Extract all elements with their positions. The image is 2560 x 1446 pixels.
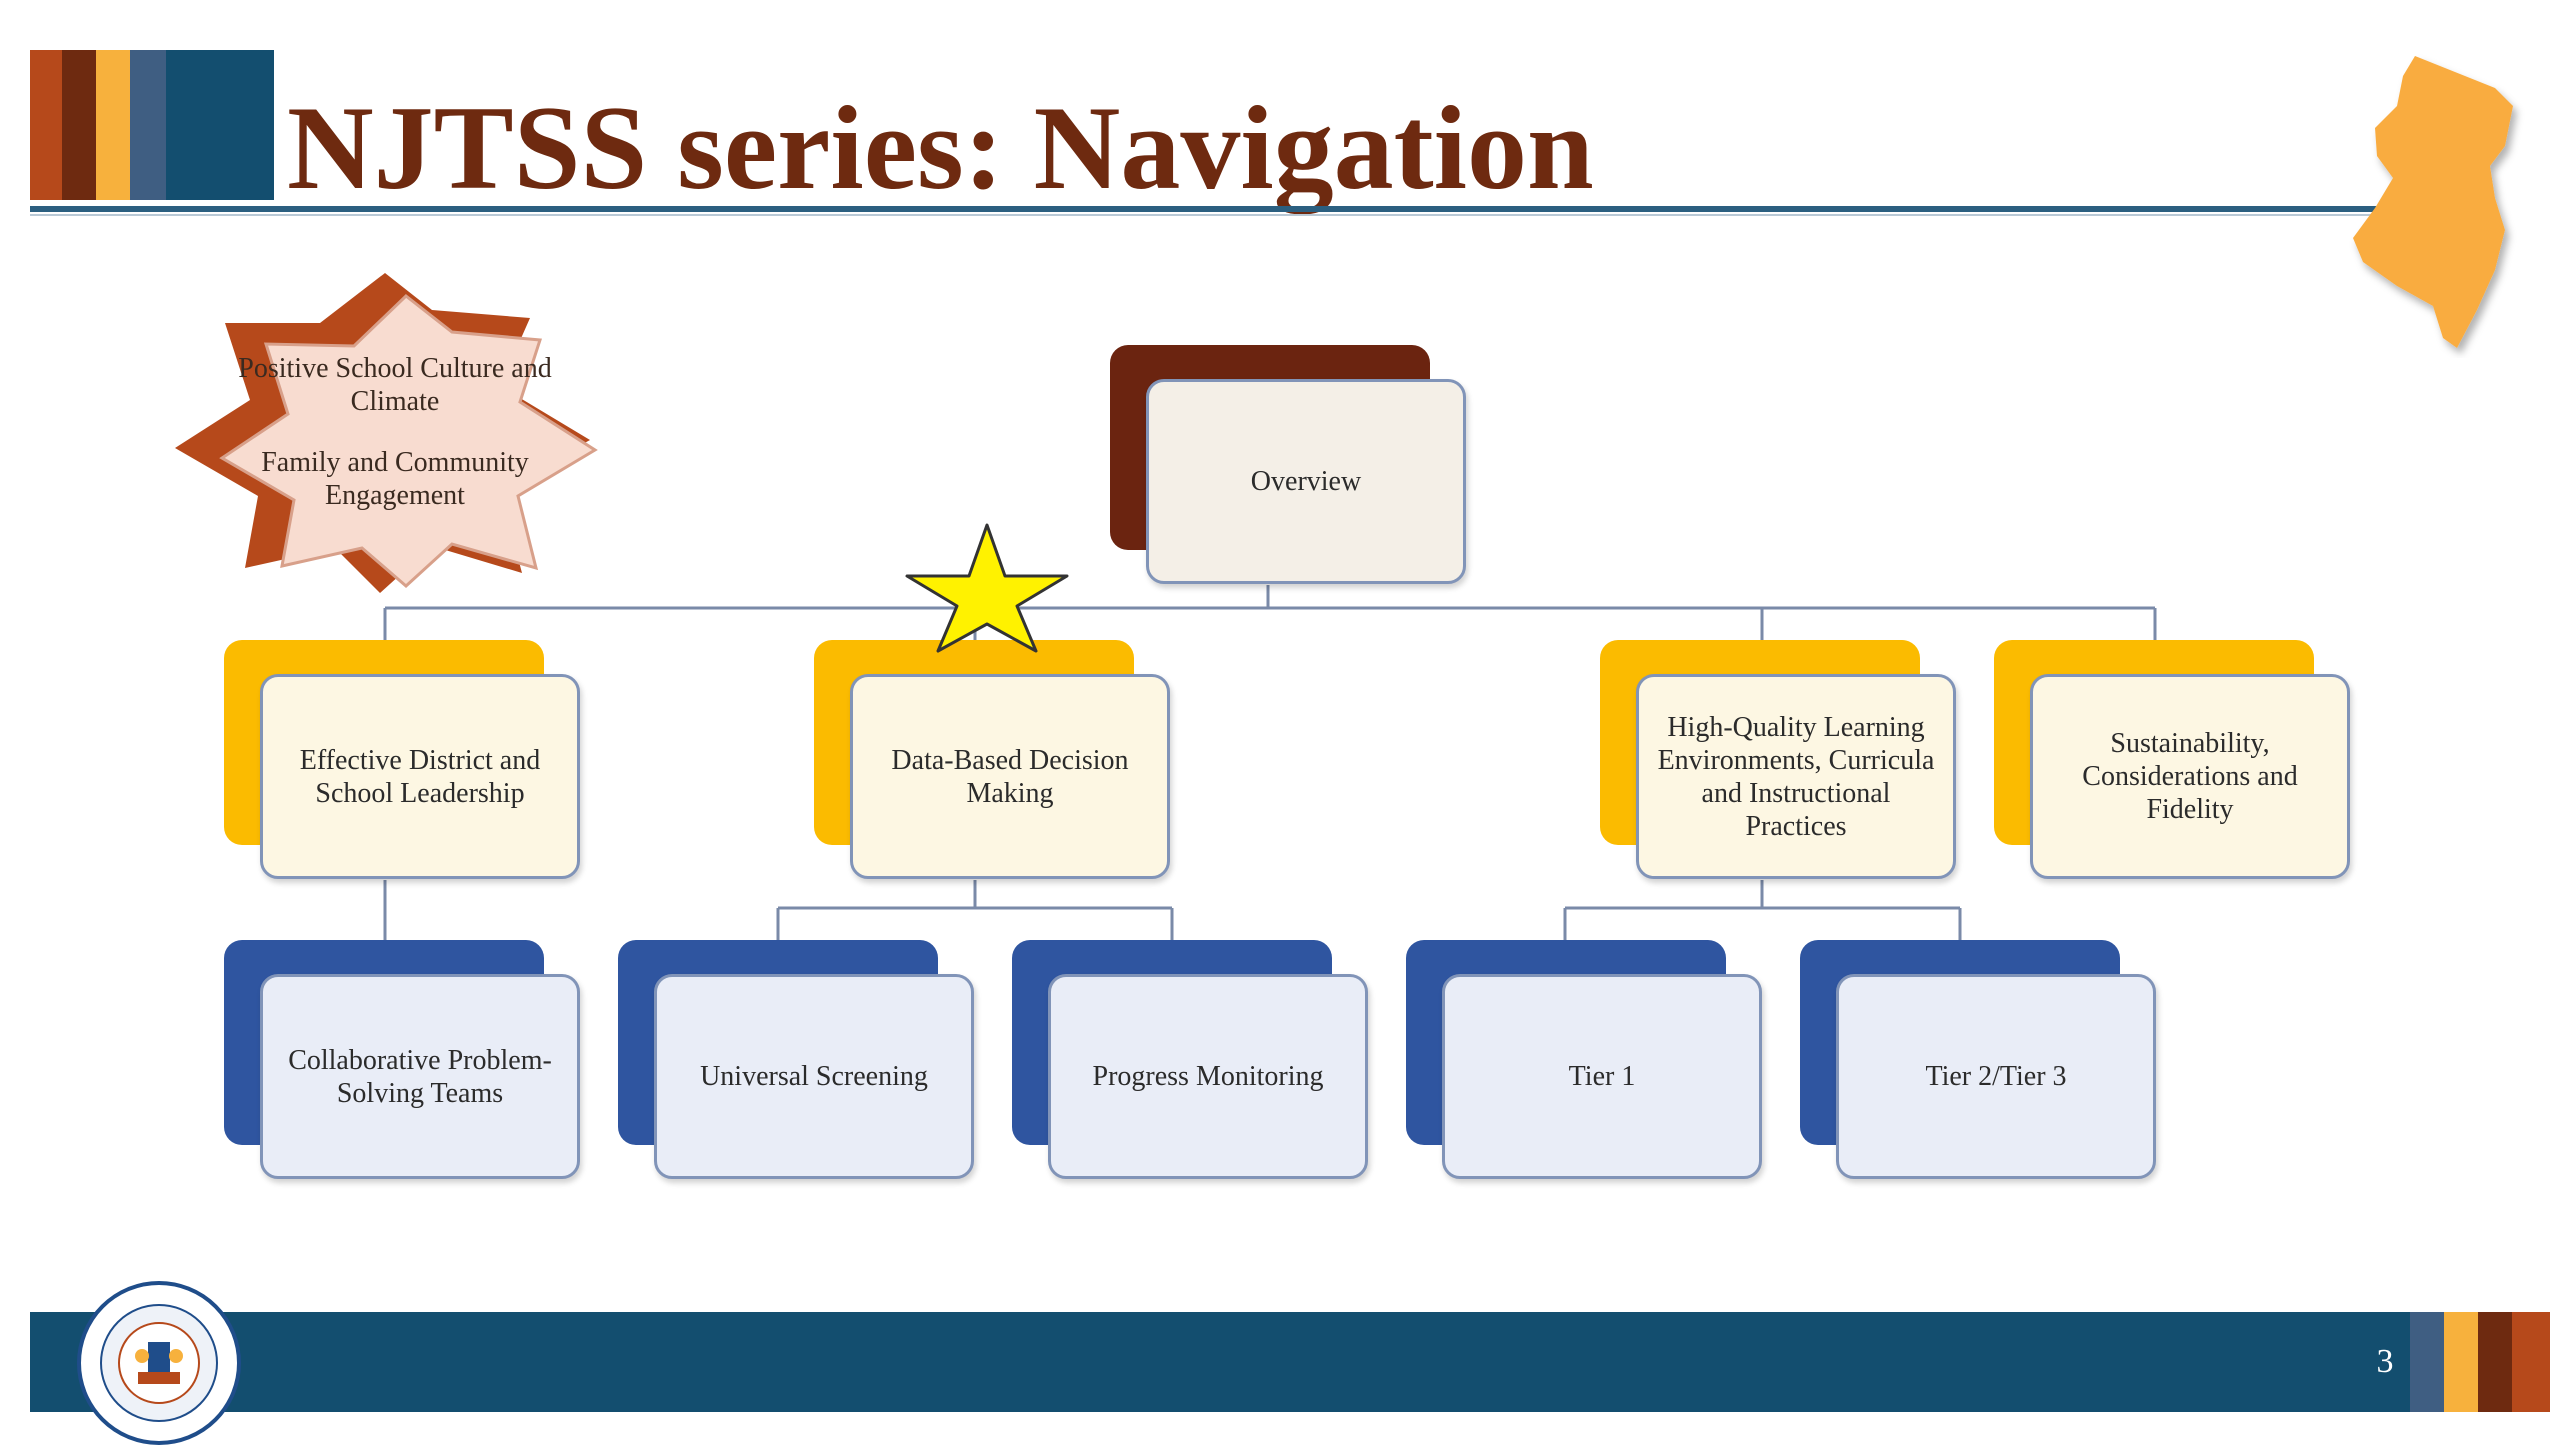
node-data-based-decision[interactable]: Data-Based Decision Making <box>814 640 1170 879</box>
starburst-text: Positive School Culture and Climate Fami… <box>185 352 605 512</box>
footer-stripe-brown <box>2478 1312 2512 1412</box>
starburst-badge <box>175 273 598 593</box>
footer-stripe-slate <box>2410 1312 2444 1412</box>
node-universal-screening-label: Universal Screening <box>700 1061 928 1092</box>
node-sustainability-label: Sustainability, Considerations and Fidel… <box>2082 728 2298 825</box>
node-leadership[interactable]: Effective District and School Leadership <box>224 640 580 879</box>
node-tier-1[interactable]: Tier 1 <box>1406 940 1762 1179</box>
node-sustainability[interactable]: Sustainability, Considerations and Fidel… <box>1994 640 2350 879</box>
node-leadership-label: Effective District and School Leadership <box>299 744 541 809</box>
node-high-quality-learning-front: High-Quality Learning Environments, Curr… <box>1636 674 1956 879</box>
node-tier-2-3[interactable]: Tier 2/Tier 3 <box>1800 940 2156 1179</box>
node-progress-monitoring-front: Progress Monitoring <box>1048 974 1368 1179</box>
node-collaborative-teams-label: Collaborative Problem-Solving Teams <box>288 1044 552 1109</box>
node-tier-2-3-label: Tier 2/Tier 3 <box>1925 1061 2067 1092</box>
node-data-based-decision-front: Data-Based Decision Making <box>850 674 1170 879</box>
title-rule-highlight <box>30 214 2425 216</box>
node-collaborative-teams-front: Collaborative Problem-Solving Teams <box>260 974 580 1179</box>
header-stripe-brown <box>62 50 96 200</box>
node-progress-monitoring[interactable]: Progress Monitoring <box>1012 940 1368 1179</box>
node-high-quality-learning-label: High-Quality Learning Environments, Curr… <box>1657 711 1935 842</box>
node-data-based-decision-label: Data-Based Decision Making <box>891 744 1129 809</box>
header-stripe-slate <box>130 50 166 200</box>
node-tier-1-label: Tier 1 <box>1568 1061 1636 1092</box>
star-icon <box>905 523 1069 653</box>
header-stripe-teal <box>166 50 274 200</box>
node-progress-monitoring-label: Progress Monitoring <box>1092 1061 1324 1092</box>
node-universal-screening-front: Universal Screening <box>654 974 974 1179</box>
node-tier-1-front: Tier 1 <box>1442 974 1762 1179</box>
starburst-line-family: Family and Community Engagement <box>261 447 529 511</box>
node-high-quality-learning[interactable]: High-Quality Learning Environments, Curr… <box>1600 640 1956 879</box>
node-overview-front: Overview <box>1146 379 1466 584</box>
title-rule <box>30 206 2425 212</box>
node-tier-2-3-front: Tier 2/Tier 3 <box>1836 974 2156 1179</box>
node-collaborative-teams[interactable]: Collaborative Problem-Solving Teams <box>224 940 580 1179</box>
node-overview-label: Overview <box>1250 466 1362 497</box>
header-stripe-orange <box>30 50 62 200</box>
starburst-line-culture: Positive School Culture and Climate <box>238 353 552 417</box>
new-jersey-map-icon <box>2353 56 2513 348</box>
department-seal-icon <box>77 1281 241 1445</box>
header-stripe-gold <box>96 50 130 200</box>
node-universal-screening[interactable]: Universal Screening <box>618 940 974 1179</box>
footer-stripe-orange <box>2512 1312 2550 1412</box>
node-overview[interactable]: Overview <box>1110 345 1466 584</box>
page-title: NJTSS series: Navigation <box>287 81 1594 214</box>
footer-stripe-gold <box>2444 1312 2478 1412</box>
node-sustainability-front: Sustainability, Considerations and Fidel… <box>2030 674 2350 879</box>
starburst-front <box>219 294 598 589</box>
page-number: 3 <box>2376 1343 2394 1380</box>
node-leadership-front: Effective District and School Leadership <box>260 674 580 879</box>
footer-bar <box>30 1312 2410 1412</box>
